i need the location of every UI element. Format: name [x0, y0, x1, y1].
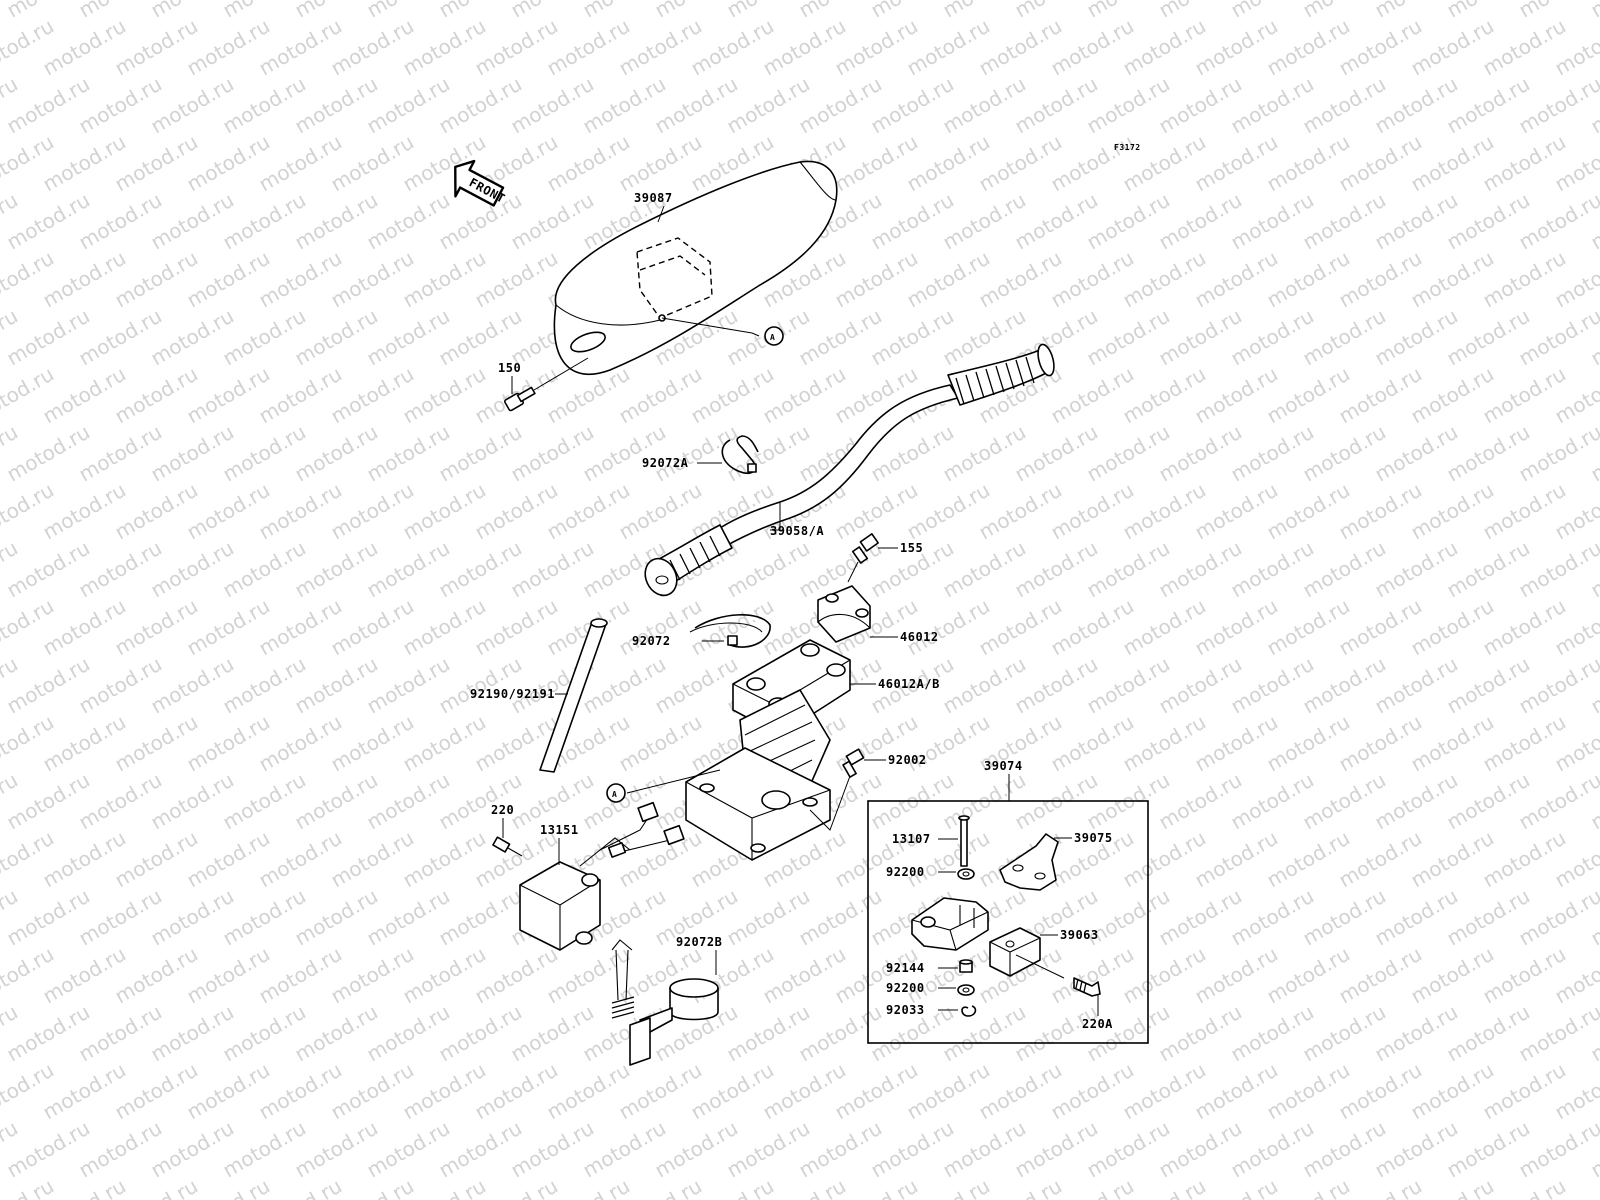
part-92190-92191-hose — [539, 618, 608, 773]
ref-marker-a-bottom — [606, 783, 626, 803]
label-46012: 46012 — [900, 630, 939, 644]
part-13151-switch — [519, 801, 685, 951]
label-155: 155 — [900, 541, 923, 555]
part-150-bolt — [504, 386, 536, 412]
label-39075: 39075 — [1074, 831, 1113, 845]
label-220a: 220A — [1082, 1017, 1113, 1031]
part-92072a-band — [721, 435, 759, 475]
part-13107-pin — [958, 815, 970, 867]
part-92033-circlip — [961, 1005, 977, 1017]
part-92002-bolt — [842, 748, 865, 778]
label-92072b: 92072B — [676, 935, 722, 949]
label-13107: 13107 — [892, 832, 931, 846]
part-39074-kit-box — [867, 800, 1149, 1044]
part-39075-lever — [999, 833, 1059, 891]
part-46012ab-steering-holder — [685, 639, 851, 861]
part-46012-upper-clamp — [817, 585, 871, 643]
label-92144: 92144 — [886, 961, 925, 975]
label-39074: 39074 — [984, 759, 1023, 773]
part-39058a-handlebar — [644, 343, 1055, 597]
part-92144-collar — [959, 959, 973, 973]
label-39063: 39063 — [1060, 928, 1099, 942]
part-92072-band — [689, 614, 771, 648]
part-155-bolt — [851, 533, 879, 564]
part-39063-cap — [989, 927, 1041, 977]
diagram-code: F3172 — [1114, 143, 1141, 152]
part-220-bolt — [492, 836, 523, 857]
label-92072a: 92072A — [642, 456, 689, 470]
label-92200-bottom: 92200 — [886, 981, 925, 995]
part-lever-holder — [911, 897, 989, 951]
part-92072b-clamp — [611, 939, 719, 1066]
ref-marker-a-top-label: A — [770, 333, 775, 342]
label-92002: 92002 — [888, 753, 927, 767]
part-39087-cover — [553, 160, 838, 376]
front-arrow-icon: FRONT — [454, 159, 508, 207]
label-92072: 92072 — [632, 634, 671, 648]
watermark-text: motod.ru — [0, 1174, 58, 1200]
part-92200-washer-top — [957, 868, 975, 880]
label-13151: 13151 — [540, 823, 579, 837]
label-39058a: 39058/A — [770, 524, 824, 538]
label-92190-92191: 92190/92191 — [470, 687, 555, 701]
label-39087: 39087 — [634, 191, 673, 205]
label-92033: 92033 — [886, 1003, 925, 1017]
label-220: 220 — [491, 803, 514, 817]
part-220a-bolt — [1073, 977, 1101, 997]
label-150: 150 — [498, 361, 521, 375]
ref-marker-a-bottom-label: A — [612, 790, 617, 799]
part-92200-washer-bottom — [957, 984, 975, 996]
label-46012ab: 46012A/B — [878, 677, 940, 691]
ref-marker-a-top — [764, 326, 784, 346]
watermark-text: motod.ru — [1587, 0, 1600, 22]
label-92200-top: 92200 — [886, 865, 925, 879]
